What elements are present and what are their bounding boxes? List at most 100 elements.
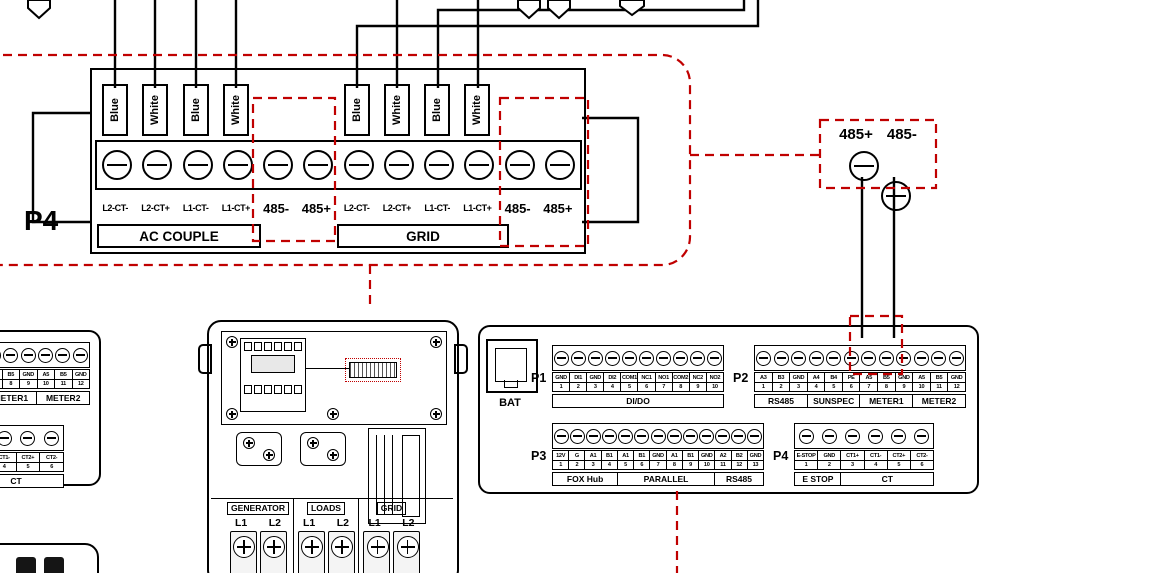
- screw-terminal-icon: [948, 350, 964, 366]
- screw-terminal-icon: [396, 536, 419, 558]
- terminal-sections: GENERATOR L1 L2 LOADS L1 L2: [209, 502, 457, 573]
- wire-label-cell: Blue: [176, 84, 216, 136]
- screw-terminal-icon: [504, 150, 535, 180]
- screw-terminal-icon: [707, 350, 722, 366]
- pin-name: A2: [715, 451, 732, 460]
- screw-terminal-icon: [553, 428, 569, 444]
- pin-name: DI1: [570, 373, 588, 382]
- terminal-section: LOADS L1 L2: [294, 502, 358, 573]
- rs485-minus-label: 485-: [886, 126, 917, 143]
- screw-terminal-icon: [698, 428, 714, 444]
- pin-number: 5: [17, 463, 41, 471]
- terminal-cell: [379, 142, 419, 188]
- pcb-area: [221, 331, 447, 425]
- function-group-label: SUNSPEC: [806, 394, 861, 408]
- pin-name: GND: [20, 370, 38, 379]
- pin-number: 6: [50, 464, 54, 470]
- screw-terminal-icon: [569, 428, 585, 444]
- pin-name: E-STOP: [795, 451, 819, 460]
- screw-terminal-icon: [20, 347, 36, 363]
- screw-terminal-icon: [690, 350, 705, 366]
- connector-end-icon: [517, 0, 541, 20]
- screw-terminal-icon: [868, 428, 883, 444]
- section-divider: [293, 498, 295, 573]
- pin-name: B2: [732, 451, 748, 460]
- lug-terminal: [363, 531, 390, 573]
- pin-number: 3: [587, 383, 605, 391]
- terminal-section: GRID L1 L2: [359, 502, 424, 573]
- screw-terminal-icon: [618, 428, 634, 444]
- pin-number: 12: [732, 461, 748, 469]
- screw-terminal-icon: [20, 430, 36, 446]
- mount-bracket: [300, 432, 346, 466]
- pin-label: 485-: [504, 200, 531, 216]
- p4-comm-label: P4: [773, 449, 789, 463]
- pin-number: 5: [888, 461, 911, 469]
- pin-name: A5: [860, 373, 879, 382]
- wire-color-tag: White: [464, 84, 491, 136]
- p2-terminal-strip: [754, 345, 966, 371]
- terminal-cell: [137, 142, 177, 188]
- phase-label: L2: [336, 517, 349, 529]
- p4-pin-label-row: L2-CT-L2-CT+L1-CT-L1-CT+485-485+L2-CT-L2…: [95, 196, 578, 220]
- pin-name: NC1: [638, 373, 656, 382]
- bat-label: BAT: [499, 397, 521, 409]
- pin-name: NO1: [656, 373, 673, 382]
- pin-number: 6: [920, 462, 924, 468]
- screw-terminal-icon: [666, 428, 682, 444]
- ribbon-wire: [306, 368, 360, 370]
- screw-terminal-icon: [544, 150, 575, 180]
- pin-label: 485+: [543, 200, 573, 216]
- screw-terminal-icon: [878, 350, 894, 366]
- screw-terminal-icon: [622, 350, 637, 366]
- pin-name: GND: [699, 451, 716, 460]
- pin-name: A1: [618, 451, 635, 460]
- rs485-plus-label: 485+: [839, 126, 873, 143]
- pin-number: 5: [621, 383, 639, 391]
- pin-name: 12V: [553, 451, 570, 460]
- function-group-label: E STOP: [794, 472, 842, 486]
- pin-name: CT1-: [865, 451, 888, 460]
- pin-number: 7: [650, 461, 667, 469]
- wire-label-cell: White: [457, 84, 497, 136]
- terminal-section: GENERATOR L1 L2: [224, 502, 292, 573]
- screw-icon: [226, 336, 238, 348]
- screw-terminal-icon: [571, 350, 586, 366]
- section-label: GRID: [376, 502, 407, 515]
- bat-port-notch: [504, 380, 518, 388]
- pin-name: CT2+: [17, 453, 41, 462]
- pin-name: GND: [749, 452, 762, 459]
- function-group-label: RS485: [713, 472, 765, 486]
- pin-number: 4: [604, 383, 622, 391]
- screw-terminal-icon: [554, 350, 569, 366]
- screw-terminal-icon: [849, 151, 879, 181]
- pin-number: 11: [931, 383, 949, 391]
- pin-number: 9: [20, 380, 38, 388]
- pin-number: 1: [755, 383, 773, 391]
- screw-terminal-icon: [799, 428, 814, 444]
- wire-color-tag: Blue: [102, 84, 129, 136]
- screw-terminal-icon: [588, 350, 603, 366]
- pin-number: 2: [773, 383, 791, 391]
- pin-name: GND: [818, 451, 842, 460]
- function-group-label: METER2: [36, 391, 91, 405]
- pin-number: 3: [841, 461, 865, 469]
- pin-name: A5: [913, 373, 931, 382]
- cable-loop-right: [582, 116, 640, 224]
- wire-label-cell: [538, 88, 578, 136]
- function-group-label: PARALLEL: [616, 472, 716, 486]
- pin-name: A1: [585, 451, 602, 460]
- screw-terminal-icon: [861, 350, 877, 366]
- wire-label-cell: White: [216, 84, 256, 136]
- pin-number: 9: [896, 383, 914, 391]
- connector-end-icon: [547, 0, 571, 20]
- pin-number: 3: [790, 383, 808, 391]
- function-group-label: FOX Hub: [552, 472, 619, 486]
- lug-terminal: [259, 531, 287, 573]
